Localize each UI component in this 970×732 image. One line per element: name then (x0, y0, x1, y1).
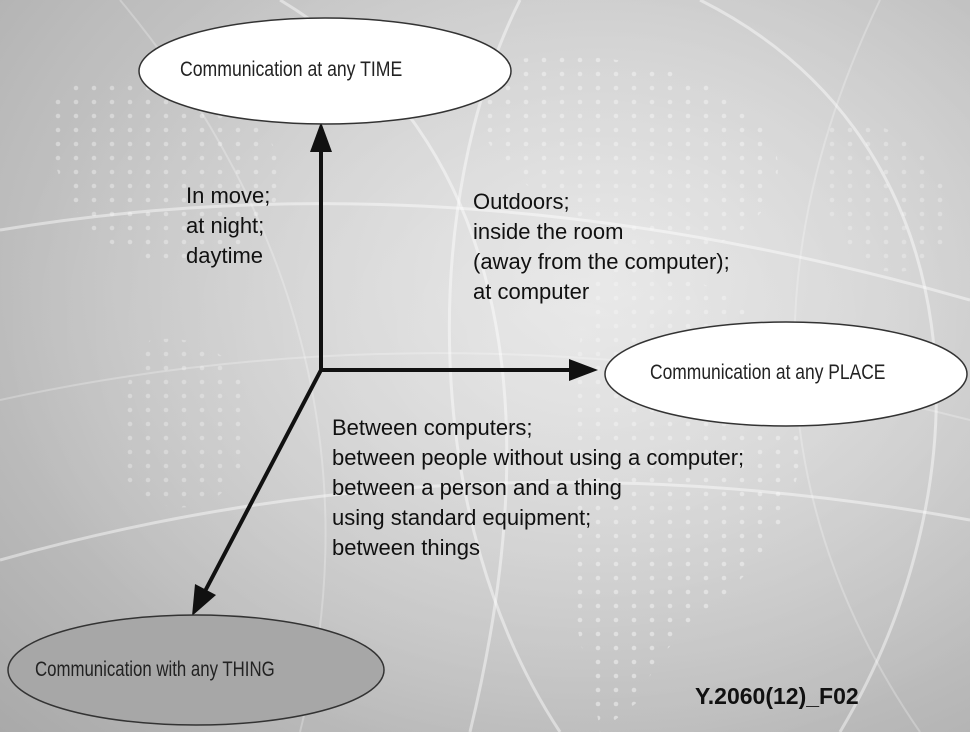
place-example-line: (away from the computer); (473, 249, 730, 274)
thing-axis-arrowhead (192, 584, 216, 616)
thing-node-oval (7, 614, 385, 726)
place-example-line: at computer (473, 279, 590, 304)
time-examples-text: In move; at night; daytime (186, 181, 270, 271)
time-axis-arrowhead (310, 122, 332, 152)
time-example-line: at night; (186, 213, 265, 238)
thing-example-line: Between computers; (332, 415, 533, 440)
thing-node-label: Communication with any THING (35, 658, 275, 681)
place-node-label: Communication at any PLACE (650, 361, 886, 384)
time-node-oval (138, 17, 512, 125)
thing-example-line: between people without using a computer; (332, 445, 745, 470)
thing-example-line: using standard equipment; (332, 505, 592, 530)
place-examples-text: Outdoors; inside the room (away from the… (473, 187, 730, 307)
time-example-line: In move; (186, 183, 271, 208)
thing-example-line: between things (332, 535, 480, 560)
thing-example-line: between a person and a thing (332, 475, 622, 500)
place-example-line: inside the room (473, 219, 624, 244)
place-example-line: Outdoors; (473, 189, 570, 214)
thing-examples-text: Between computers; between people withou… (332, 413, 744, 563)
time-example-line: daytime (186, 243, 264, 268)
place-axis-arrowhead (569, 359, 598, 381)
figure-reference: Y.2060(12)_F02 (695, 683, 859, 709)
time-node-label: Communication at any TIME (180, 58, 403, 81)
place-node-oval (604, 321, 968, 427)
thing-axis-line (201, 369, 323, 596)
